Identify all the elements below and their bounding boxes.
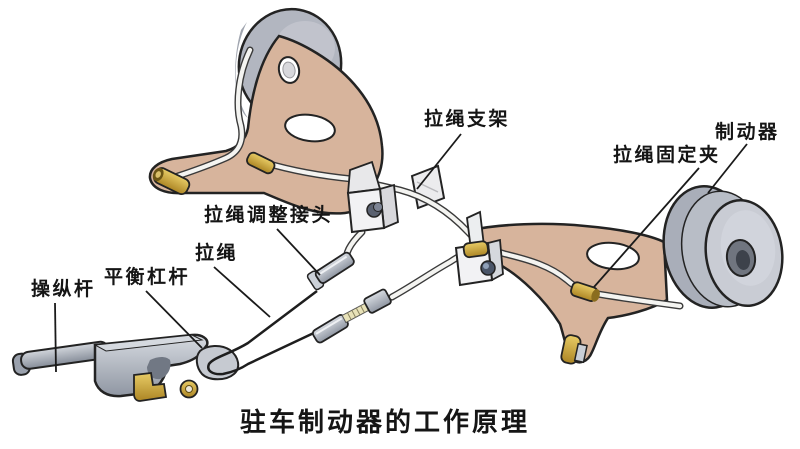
brake-drum <box>662 185 784 309</box>
threaded-adjuster <box>341 288 392 324</box>
ratchet-pawl <box>133 372 168 402</box>
label-brake: 制动器 <box>715 120 780 143</box>
cable-end-fitting-left <box>152 167 191 196</box>
cable-adjust-joint <box>306 251 355 291</box>
cable-end-fitting-mid <box>246 151 276 175</box>
cable-end-clip-bottom <box>560 334 588 365</box>
rear-cable-sheath <box>388 249 470 301</box>
cable-fixing-clip <box>570 281 600 302</box>
cable-bracket-box <box>346 160 399 234</box>
hand-lever <box>11 333 240 402</box>
diagram-title: 驻车制动器的工作原理 <box>240 407 530 438</box>
label-control-lever: 操纵杆 <box>31 277 96 300</box>
rear-cable-fitting <box>311 314 349 344</box>
left-cable-run <box>174 46 254 180</box>
label-cable-bracket: 拉绳支架 <box>424 107 510 130</box>
label-cable-adjuster: 拉绳调整接头 <box>204 203 333 226</box>
label-cable: 拉绳 <box>195 241 238 264</box>
cable-fixing-bracket-box <box>454 210 504 287</box>
label-cable-clip: 拉绳固定夹 <box>613 143 721 166</box>
left-backing-plate <box>148 34 384 215</box>
label-balance-lever: 平衡杠杆 <box>104 265 190 288</box>
leader-lines <box>54 133 748 373</box>
inner-cable-loop <box>207 290 319 376</box>
